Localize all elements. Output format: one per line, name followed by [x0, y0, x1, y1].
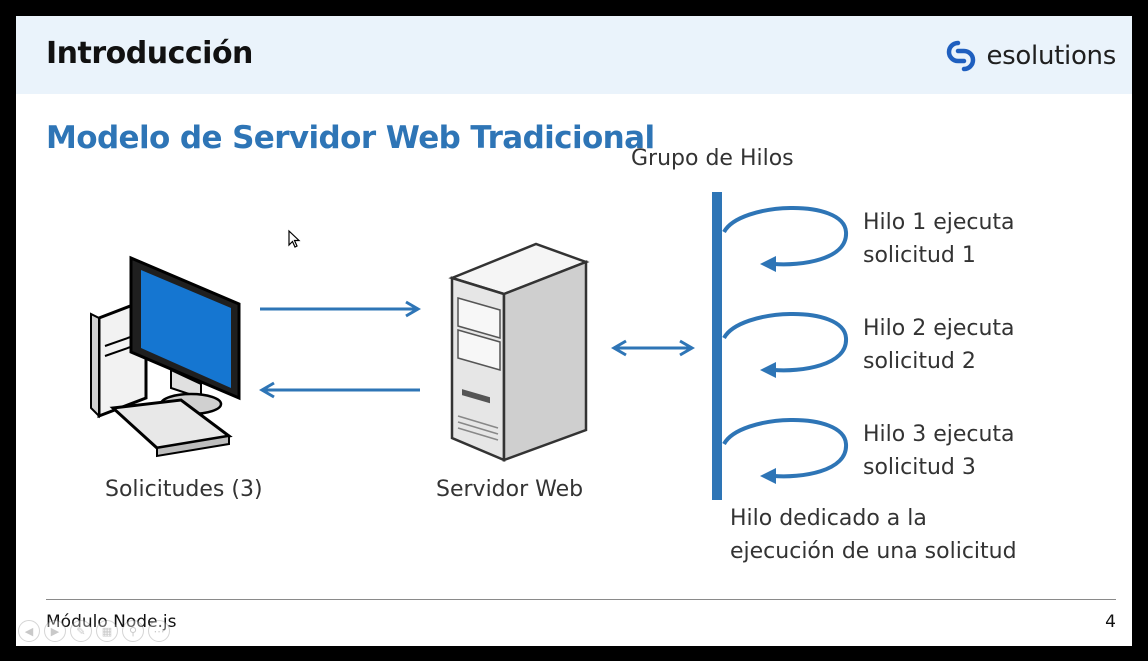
note-line-2: ejecución de una solicitud: [730, 539, 1017, 564]
pen-icon[interactable]: ✎: [70, 620, 92, 642]
slides-icon[interactable]: ▦: [96, 620, 118, 642]
slide-subtitle: Modelo de Servidor Web Tradicional: [46, 120, 655, 156]
thread-label-2-line2: solicitud 2: [863, 349, 976, 374]
thread-label-1-line1: Hilo 1 ejecuta: [863, 210, 1015, 235]
logo-text: esolutions: [986, 41, 1116, 71]
dedicated-thread-note: Hilo dedicado a la ejecución de una soli…: [730, 502, 1017, 568]
footer-divider: [46, 599, 1116, 600]
logo-mark-icon: [947, 40, 976, 72]
prev-icon[interactable]: ◀: [18, 620, 40, 642]
response-arrow: [259, 381, 420, 399]
slide: Introducción esolutions Modelo de Servid…: [16, 16, 1132, 646]
thread-label-3-line1: Hilo 3 ejecuta: [863, 422, 1015, 447]
server-pool-arrow: [611, 339, 695, 357]
mouse-cursor-icon: [288, 229, 301, 248]
client-label: Solicitudes (3): [105, 477, 263, 502]
computer-icon: [90, 255, 241, 458]
page-number: 4: [1105, 612, 1116, 632]
presentation-controls: ◀ ▶ ✎ ▦ ⚲ ⋯: [18, 620, 170, 642]
zoom-icon[interactable]: ⚲: [122, 620, 144, 642]
thread-label-3-line2: solicitud 3: [863, 455, 976, 480]
server-label: Servidor Web: [436, 477, 584, 502]
pool-label: Grupo de Hilos: [631, 146, 794, 171]
request-arrow: [260, 300, 421, 318]
thread-label-2: Hilo 2 ejecuta solicitud 2: [863, 312, 1015, 378]
thread-label-3: Hilo 3 ejecuta solicitud 3: [863, 418, 1015, 484]
esolutions-logo: esolutions: [942, 36, 1116, 76]
slide-title: Introducción: [46, 36, 253, 71]
note-line-1: Hilo dedicado a la: [730, 506, 927, 531]
more-icon[interactable]: ⋯: [148, 620, 170, 642]
slide-header: Introducción esolutions: [16, 16, 1132, 94]
thread-label-2-line1: Hilo 2 ejecuta: [863, 316, 1015, 341]
next-icon[interactable]: ▶: [44, 620, 66, 642]
thread-loop-2: [722, 312, 849, 378]
thread-loop-1: [722, 206, 849, 272]
thread-label-1-line2: solicitud 1: [863, 243, 976, 268]
thread-label-1: Hilo 1 ejecuta solicitud 1: [863, 206, 1015, 272]
server-icon: [448, 242, 590, 462]
thread-loop-3: [722, 418, 849, 484]
thread-pool-bar: [712, 192, 722, 500]
